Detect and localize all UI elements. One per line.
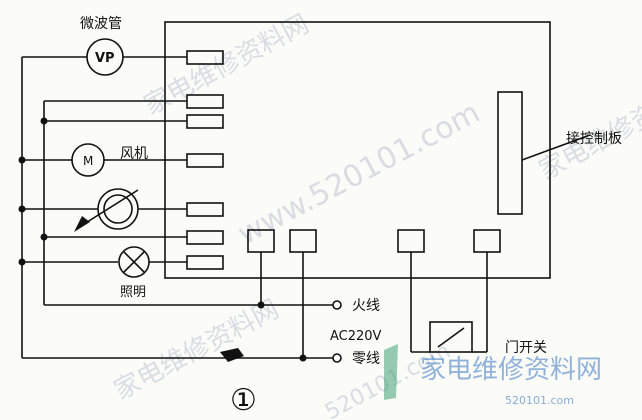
junction-dot — [299, 354, 307, 362]
fan-label: 风机 — [120, 146, 148, 162]
brand-url-text: 520101.com — [505, 394, 574, 407]
fuse-symbol — [220, 348, 244, 362]
live-terminal — [332, 300, 342, 310]
terminal-4 — [186, 153, 224, 168]
terminal-3 — [186, 114, 224, 129]
junction-dot — [18, 205, 26, 213]
voltage-label: AC220V — [330, 329, 382, 344]
relay-box-4 — [473, 229, 501, 253]
motor-label: M — [83, 154, 93, 168]
magnetron-label: 微波管 — [80, 16, 122, 32]
board-connector-strip — [497, 91, 523, 215]
terminal-7 — [186, 255, 224, 270]
vp-label: VP — [95, 51, 115, 66]
door-switch-box — [429, 321, 473, 353]
live-label: 火线 — [352, 298, 380, 314]
neutral-label: 零线 — [352, 351, 380, 367]
watermark-site-cn-2: 家电维修资料网 — [109, 294, 284, 406]
arrow-head — [74, 216, 90, 232]
control-board-label: 接控制板 — [566, 130, 622, 147]
terminal-5 — [186, 202, 224, 217]
junction-dot — [18, 156, 26, 164]
relay-box-3 — [397, 229, 425, 253]
door-switch-label: 门开关 — [505, 340, 547, 356]
lamp-label: 照明 — [120, 285, 146, 300]
watermark-url-1: www.520101.com — [232, 95, 486, 252]
brand-site-text: 家电维修资料网 — [420, 355, 602, 385]
figure-number: ① — [230, 383, 257, 418]
junction-dot — [40, 117, 48, 125]
wiring-lines — [21, 21, 591, 359]
junction-dot — [257, 301, 265, 309]
brand-watermark: 家电维修资料网 520101.com — [384, 344, 602, 407]
relay-box-2 — [289, 229, 317, 253]
junction-dot — [40, 233, 48, 241]
junction-dot — [18, 258, 26, 266]
board-leader-line — [521, 134, 591, 161]
junctions — [18, 117, 307, 362]
terminal-6 — [186, 230, 224, 245]
neutral-terminal — [332, 353, 342, 363]
brand-logo-icon — [384, 344, 398, 400]
